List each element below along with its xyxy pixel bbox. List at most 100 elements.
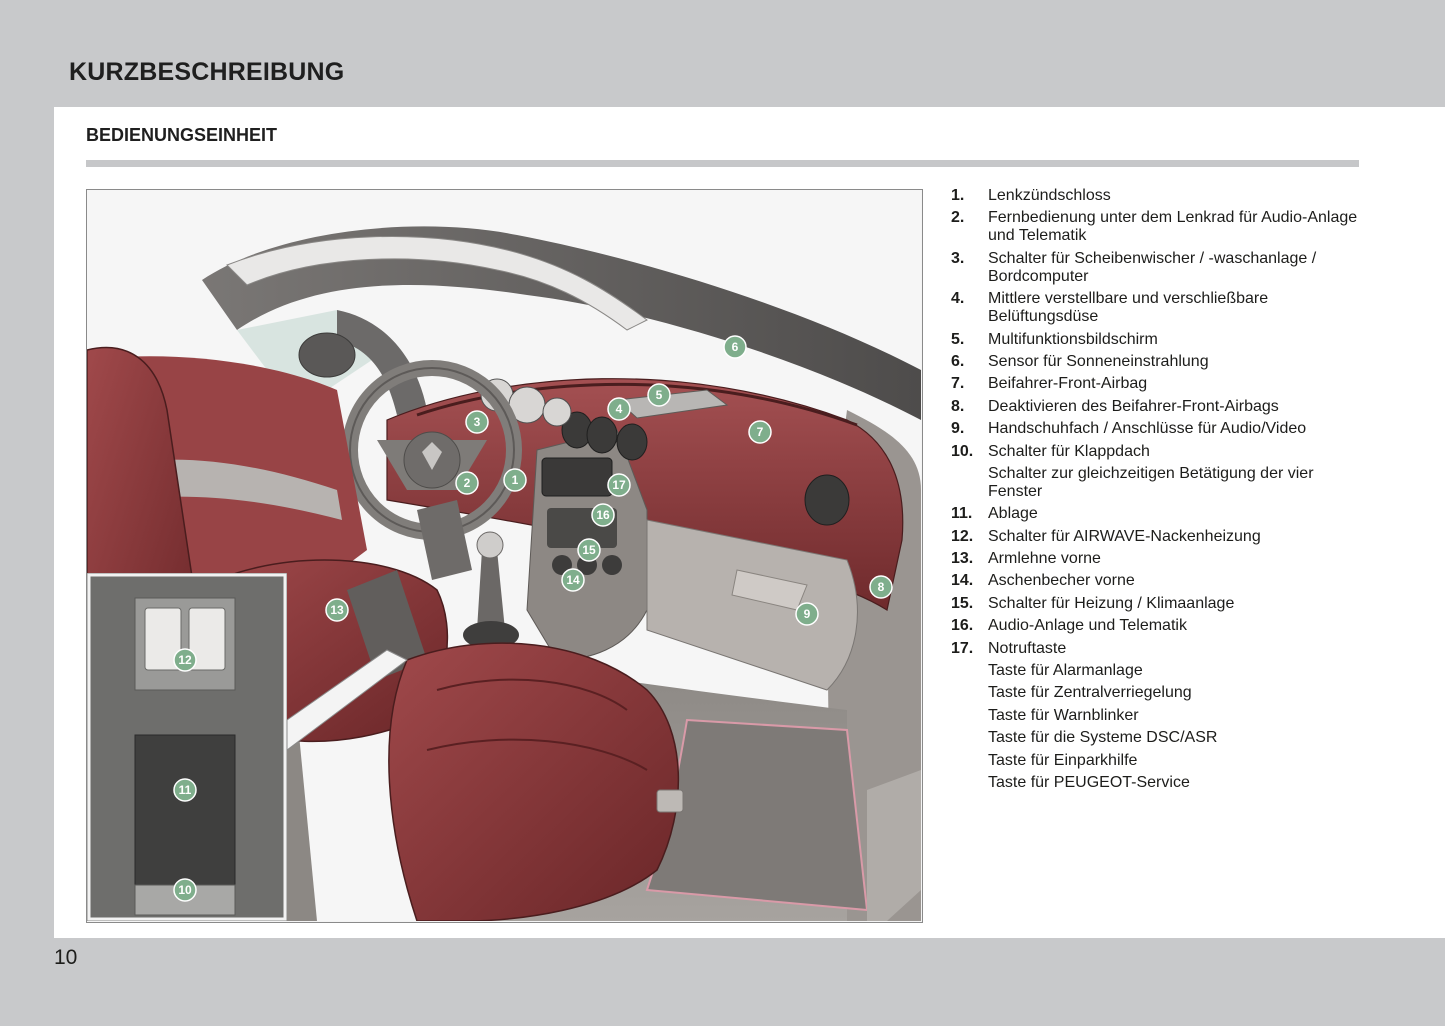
legend-text: Lenkzündschloss bbox=[988, 187, 1111, 204]
page-title: KURZBESCHREIBUNG bbox=[69, 58, 345, 86]
legend-text: Deaktivieren des Beifahrer-Front-Airbags bbox=[988, 397, 1279, 415]
legend-text: Ablage bbox=[988, 505, 1038, 523]
legend-item: 2. Fernbedienung unter dem Lenkrad für Au… bbox=[951, 209, 1371, 245]
legend-item: 17. Notruftaste bbox=[951, 640, 1371, 658]
legend-item: 11. Ablage bbox=[951, 505, 1371, 523]
legend-number: 4. bbox=[951, 290, 965, 308]
legend-number: 14. bbox=[951, 572, 974, 590]
callout-7: 7 bbox=[748, 420, 772, 444]
svg-text:2: 2 bbox=[464, 476, 471, 490]
cockpit-drawing: 1 2 3 4 5 6 7 8 9 10 11 12 13 14 15 16 1… bbox=[87, 190, 921, 921]
callout-6: 6 bbox=[723, 335, 747, 359]
svg-text:15: 15 bbox=[582, 543, 596, 557]
legend-item: 8.Deaktivieren des Beifahrer-Front-Airba… bbox=[951, 398, 1371, 416]
callout-11: 11 bbox=[173, 778, 197, 802]
legend-text: Schalter für AIRWAVE-Nackenheizung bbox=[988, 527, 1261, 545]
legend-number: 12. bbox=[951, 527, 974, 545]
legend-text: Taste für Warnblinker bbox=[988, 706, 1139, 724]
callout-3: 3 bbox=[465, 410, 489, 434]
legend-text: Taste für die Systeme DSC/ASR bbox=[988, 729, 1218, 747]
legend-number: 15. bbox=[951, 594, 974, 612]
page-number: 10 bbox=[54, 946, 78, 969]
legend-item: 15. Schalter für Heizung / Klimaanlage bbox=[951, 595, 1371, 613]
svg-text:10: 10 bbox=[178, 883, 192, 897]
svg-text:8: 8 bbox=[878, 580, 885, 594]
legend-text: Mittlere verstellbare und verschließbare… bbox=[988, 290, 1269, 326]
callout-2: 2 bbox=[455, 471, 479, 495]
legend-item: 16. Audio-Anlage und Telematik bbox=[951, 617, 1371, 635]
legend-number: 7. bbox=[951, 375, 965, 393]
section-title: BEDIENUNGSEINHEIT bbox=[86, 125, 278, 145]
legend-text: Taste für Zentralverriegelung bbox=[988, 684, 1192, 702]
svg-text:5: 5 bbox=[656, 388, 663, 402]
legend-number: 3. bbox=[951, 249, 965, 267]
callout-8: 8 bbox=[869, 575, 893, 599]
callout-5: 5 bbox=[647, 383, 671, 407]
legend-number: 11. bbox=[951, 505, 973, 523]
callout-1: 1 bbox=[503, 468, 527, 492]
svg-text:1: 1 bbox=[512, 473, 519, 487]
callout-16: 16 bbox=[591, 503, 615, 527]
legend-item: Taste für die Systeme DSC/ASR bbox=[951, 729, 1371, 747]
legend-text: Fernbedienung unter dem Lenkrad für Audi… bbox=[988, 209, 1358, 245]
legend-item: 12. Schalter für AIRWAVE-Nackenheizung bbox=[951, 528, 1371, 546]
legend-number: 2. bbox=[951, 209, 965, 227]
legend-item: 4. Mittlere verstellbare und verschließba… bbox=[951, 290, 1371, 326]
callout-9: 9 bbox=[795, 602, 819, 626]
legend-number: 6. bbox=[951, 352, 965, 370]
legend-item: 5. Multifunktionsbildschirm bbox=[951, 331, 1371, 349]
legend-item: Taste für Warnblinker bbox=[951, 707, 1371, 725]
legend-number: 16. bbox=[951, 617, 974, 635]
legend-item: 3. Schalter für Scheibenwischer / -wascha… bbox=[951, 250, 1371, 286]
callout-10: 10 bbox=[173, 878, 197, 902]
callout-13: 13 bbox=[325, 598, 349, 622]
legend-number: 13. bbox=[951, 550, 974, 568]
legend-number: 1. bbox=[951, 187, 965, 204]
legend-text: Armlehne vorne bbox=[988, 550, 1101, 568]
legend-item: Taste für Zentralverriegelung bbox=[951, 684, 1371, 702]
callout-12: 12 bbox=[173, 648, 197, 672]
callout-4: 4 bbox=[607, 397, 631, 421]
legend-list: 1. Lenkzündschloss 2. Fernbedienung unter d… bbox=[951, 187, 1371, 796]
legend-number: 17. bbox=[951, 639, 974, 657]
legend-item: Schalter zur gleichzeitigen Betätigung d… bbox=[951, 465, 1371, 501]
legend-text: Sensor für Sonneneinstrahlung bbox=[988, 352, 1209, 370]
legend-text: Taste für Einparkhilfe bbox=[988, 751, 1138, 769]
legend-item: 14. Aschenbecher vorne bbox=[951, 572, 1371, 590]
legend-text: Taste für PEUGEOT-Service bbox=[988, 773, 1190, 791]
svg-text:12: 12 bbox=[178, 653, 192, 667]
legend-text: Schalter für Scheibenwischer / -waschanl… bbox=[988, 249, 1317, 285]
callout-17: 17 bbox=[607, 473, 631, 497]
svg-text:11: 11 bbox=[179, 783, 192, 797]
svg-text:7: 7 bbox=[757, 425, 764, 439]
legend-item: 6. Sensor für Sonneneinstrahlung bbox=[951, 353, 1371, 371]
svg-text:6: 6 bbox=[732, 340, 739, 354]
svg-text:13: 13 bbox=[330, 603, 344, 617]
svg-text:16: 16 bbox=[596, 508, 610, 522]
legend-text: Notruftaste bbox=[988, 639, 1067, 657]
legend-text: Beifahrer-Front-Airbag bbox=[988, 375, 1148, 393]
legend-item: Taste für PEUGEOT-Service bbox=[951, 774, 1371, 792]
legend-number: 10. bbox=[951, 442, 974, 460]
legend-text: Schalter für Heizung / Klimaanlage bbox=[988, 594, 1235, 612]
legend-number: 9. bbox=[951, 420, 965, 438]
legend-number: 5. bbox=[951, 330, 965, 348]
legend-item: 7. Beifahrer-Front-Airbag bbox=[951, 375, 1371, 393]
svg-text:3: 3 bbox=[474, 415, 481, 429]
content-panel: BEDIENUNGSEINHEIT bbox=[54, 107, 1445, 938]
section-divider bbox=[86, 160, 1359, 167]
cockpit-illustration: 1 2 3 4 5 6 7 8 9 10 11 12 13 14 15 16 1… bbox=[86, 189, 923, 923]
legend-item: 1. Lenkzündschloss bbox=[951, 187, 1371, 205]
legend-item: 13. Armlehne vorne bbox=[951, 550, 1371, 568]
legend-text: Multifunktionsbildschirm bbox=[988, 330, 1158, 348]
legend-text: Taste für Alarmanlage bbox=[988, 662, 1143, 680]
legend-text: Aschenbecher vorne bbox=[988, 572, 1135, 590]
svg-text:14: 14 bbox=[566, 573, 580, 587]
callout-15: 15 bbox=[577, 538, 601, 562]
svg-text:9: 9 bbox=[804, 607, 811, 621]
legend-text: Audio-Anlage und Telematik bbox=[988, 617, 1187, 635]
legend-text: Handschuhfach / Anschlüsse für Audio/Vid… bbox=[988, 420, 1307, 438]
legend-item: 10.Schalter für Klappdach bbox=[951, 443, 1371, 461]
legend-text: Schalter zur gleichzeitigen Betätigung d… bbox=[988, 464, 1314, 500]
svg-text:17: 17 bbox=[612, 478, 626, 492]
